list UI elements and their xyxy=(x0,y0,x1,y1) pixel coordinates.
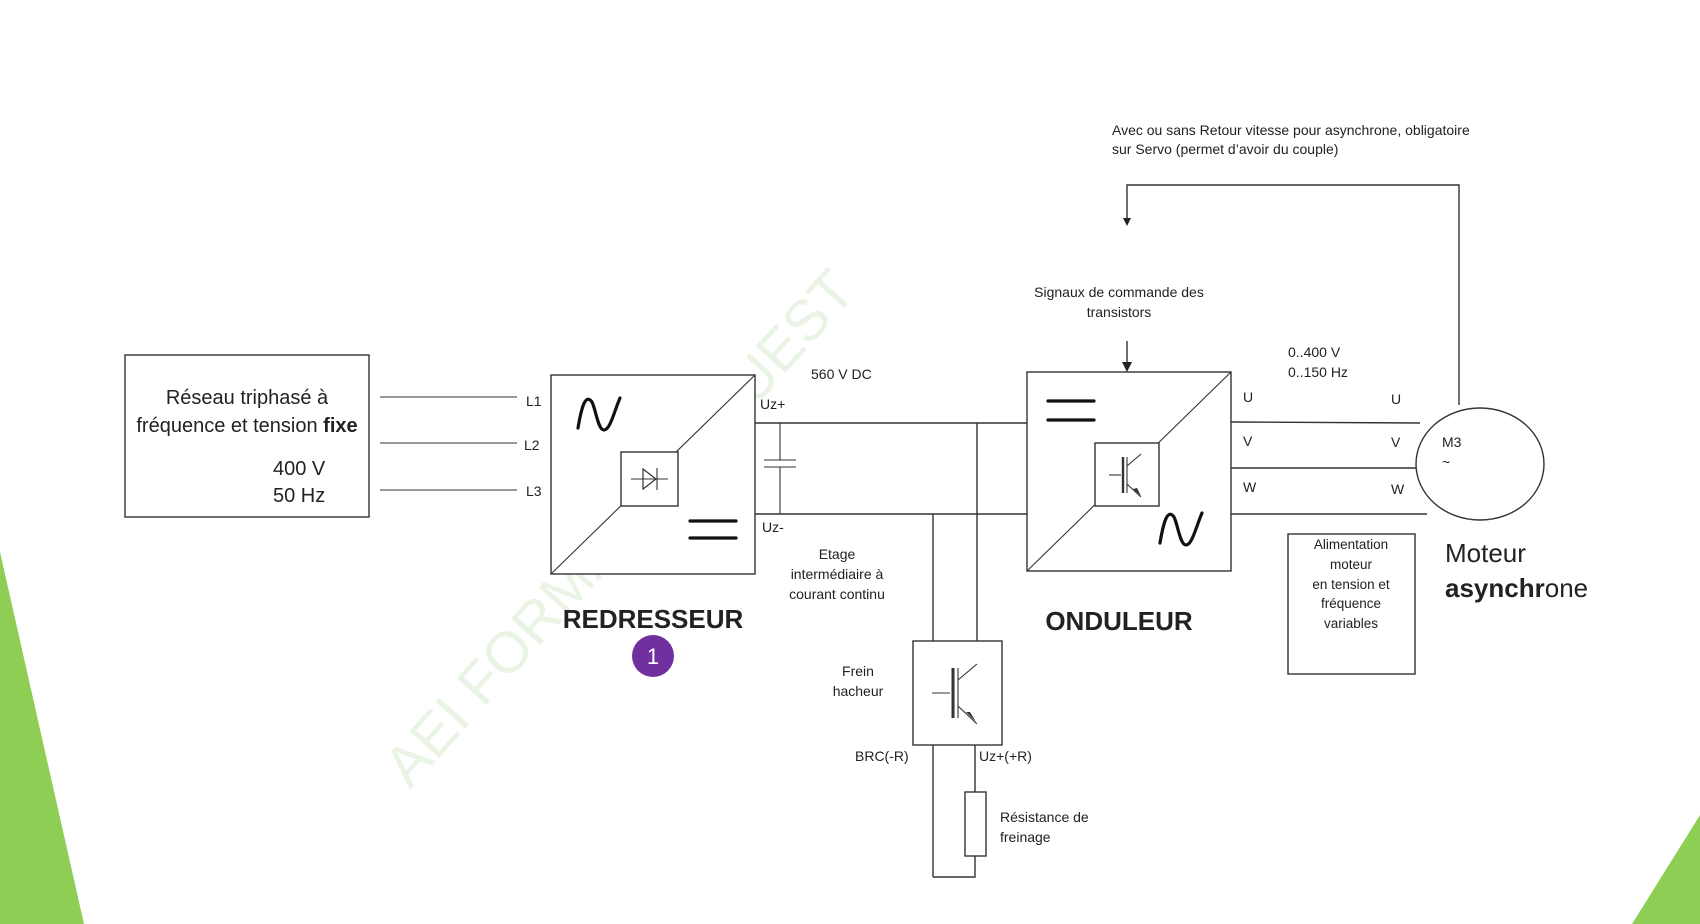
supply-line3: en tension et xyxy=(1312,577,1390,592)
resistor-wire-bottom xyxy=(933,856,976,878)
feedback-arrowhead xyxy=(1123,218,1131,226)
label-l1: L1 xyxy=(526,393,542,409)
network-line2: fréquence et tension fixe xyxy=(136,415,357,437)
motor-caption-line2: asynchrone xyxy=(1445,573,1588,603)
right-green-triangle xyxy=(1632,815,1700,924)
output-v-left: V xyxy=(1243,433,1253,449)
igbt-inverter-icon xyxy=(1109,453,1142,498)
feedback-note-line2: sur Servo (permet d’avoir du couple) xyxy=(1112,141,1338,157)
dc-stage-line2: intermédiaire à xyxy=(791,566,884,582)
motor-label: M3 xyxy=(1442,434,1462,450)
speed-feedback-wire xyxy=(1126,184,1460,405)
supply-line2: moteur xyxy=(1330,557,1373,572)
motor-symbol xyxy=(1415,407,1545,521)
uz-minus-label: Uz- xyxy=(762,519,784,535)
control-arrowhead xyxy=(1122,362,1132,372)
diode-icon xyxy=(631,467,668,491)
brake-line1: Frein xyxy=(842,663,874,679)
motor-tilde: ~ xyxy=(1442,454,1450,470)
inverter-ac-symbol-icon xyxy=(1158,511,1204,547)
output-u-right: U xyxy=(1391,391,1401,407)
output-w-right: W xyxy=(1391,481,1405,497)
motor-caption-line1: Moteur xyxy=(1445,538,1526,568)
signals-line1: Signaux de commande des xyxy=(1034,284,1204,300)
uz-r-label: Uz+(+R) xyxy=(979,748,1032,764)
network-frequency: 50 Hz xyxy=(273,485,325,507)
output-w-left: W xyxy=(1243,479,1257,495)
brake-line2: hacheur xyxy=(833,683,884,699)
feedback-note-line1: Avec ou sans Retour vitesse pour asynchr… xyxy=(1112,122,1470,138)
supply-line5: variables xyxy=(1324,616,1378,631)
resistor-line1: Résistance de xyxy=(1000,809,1089,825)
step-badge xyxy=(632,635,674,677)
dc-voltage-label: 560 V DC xyxy=(811,366,872,382)
capacitor-icon xyxy=(764,423,796,514)
step-badge-number: 1 xyxy=(647,644,659,669)
supply-line1: Alimentation xyxy=(1314,537,1388,552)
label-l2: L2 xyxy=(524,437,540,453)
signals-line2: transistors xyxy=(1087,304,1152,320)
brake-resistor xyxy=(964,791,987,857)
inverter-title: ONDULEUR xyxy=(1045,606,1193,636)
resistor-line2: freinage xyxy=(1000,829,1051,845)
label-l3: L3 xyxy=(526,483,542,499)
supply-box xyxy=(1287,533,1416,675)
output-freq-range: 0..150 Hz xyxy=(1288,364,1348,380)
output-voltage-range: 0..400 V xyxy=(1288,344,1341,360)
brc-label: BRC(-R) xyxy=(855,748,909,764)
output-v-right: V xyxy=(1391,434,1401,450)
supply-line4: fréquence xyxy=(1321,596,1381,611)
output-line-u xyxy=(1230,421,1421,424)
network-box xyxy=(124,354,370,518)
igbt-brake-icon xyxy=(932,663,978,725)
network-voltage: 400 V xyxy=(273,458,326,480)
dc-stage-line1: Etage xyxy=(819,546,856,562)
network-line1: Réseau triphasé à xyxy=(166,387,329,409)
uz-plus-label: Uz+ xyxy=(760,396,785,412)
output-u-left: U xyxy=(1243,389,1253,405)
left-green-triangle xyxy=(0,552,84,924)
rectifier-title: REDRESSEUR xyxy=(563,604,744,634)
dc-stage-line3: courant continu xyxy=(789,586,885,602)
ac-symbol-icon xyxy=(576,396,622,432)
